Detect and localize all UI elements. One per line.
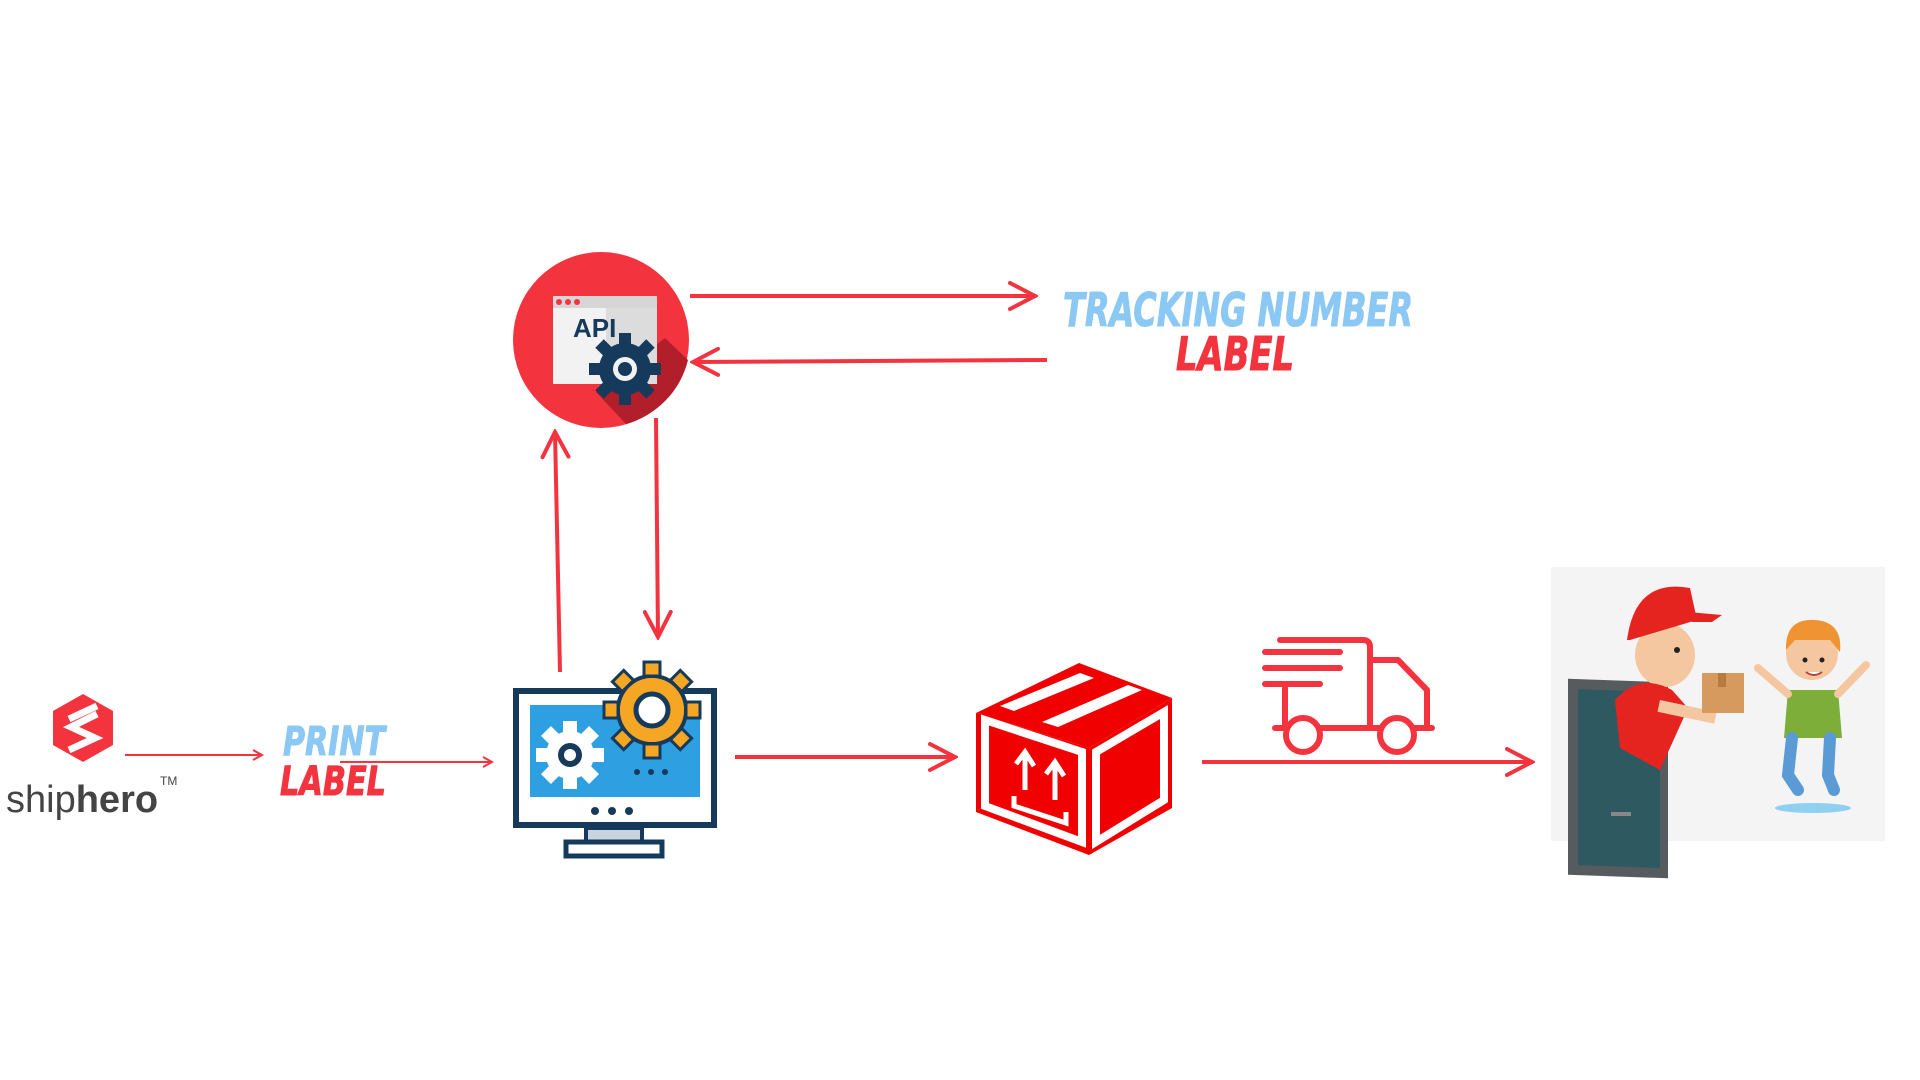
arrow-computer-to-api [555,432,560,673]
flow-arrows [125,296,1532,762]
api-gear-icon: API [513,252,689,428]
trademark-symbol: TM [160,774,177,788]
tracking-line2: LABEL [1176,327,1294,381]
computer-settings-icon [513,660,717,859]
package-box-icon [976,663,1172,855]
shiphero-s-logo-icon [53,694,113,762]
arrow-tracking-to-api [693,360,1048,362]
arrow-api-to-computer [656,417,658,637]
api-gear [589,333,661,405]
print-line2: LABEL [280,759,386,805]
api-text: API [573,313,616,343]
courier-delivery-illustration [1551,567,1885,879]
tracking-line1: TRACKING NUMBER [1063,283,1413,337]
tracking-number-label: TRACKING NUMBER LABEL [1063,283,1414,382]
shiphero-logo: shiphero TM [6,694,177,821]
print-line1: PRINT [283,719,387,765]
print-label: PRINT LABEL [280,719,388,806]
shiphero-wordmark: shiphero [6,779,158,821]
delivery-truck-icon [1262,637,1435,755]
